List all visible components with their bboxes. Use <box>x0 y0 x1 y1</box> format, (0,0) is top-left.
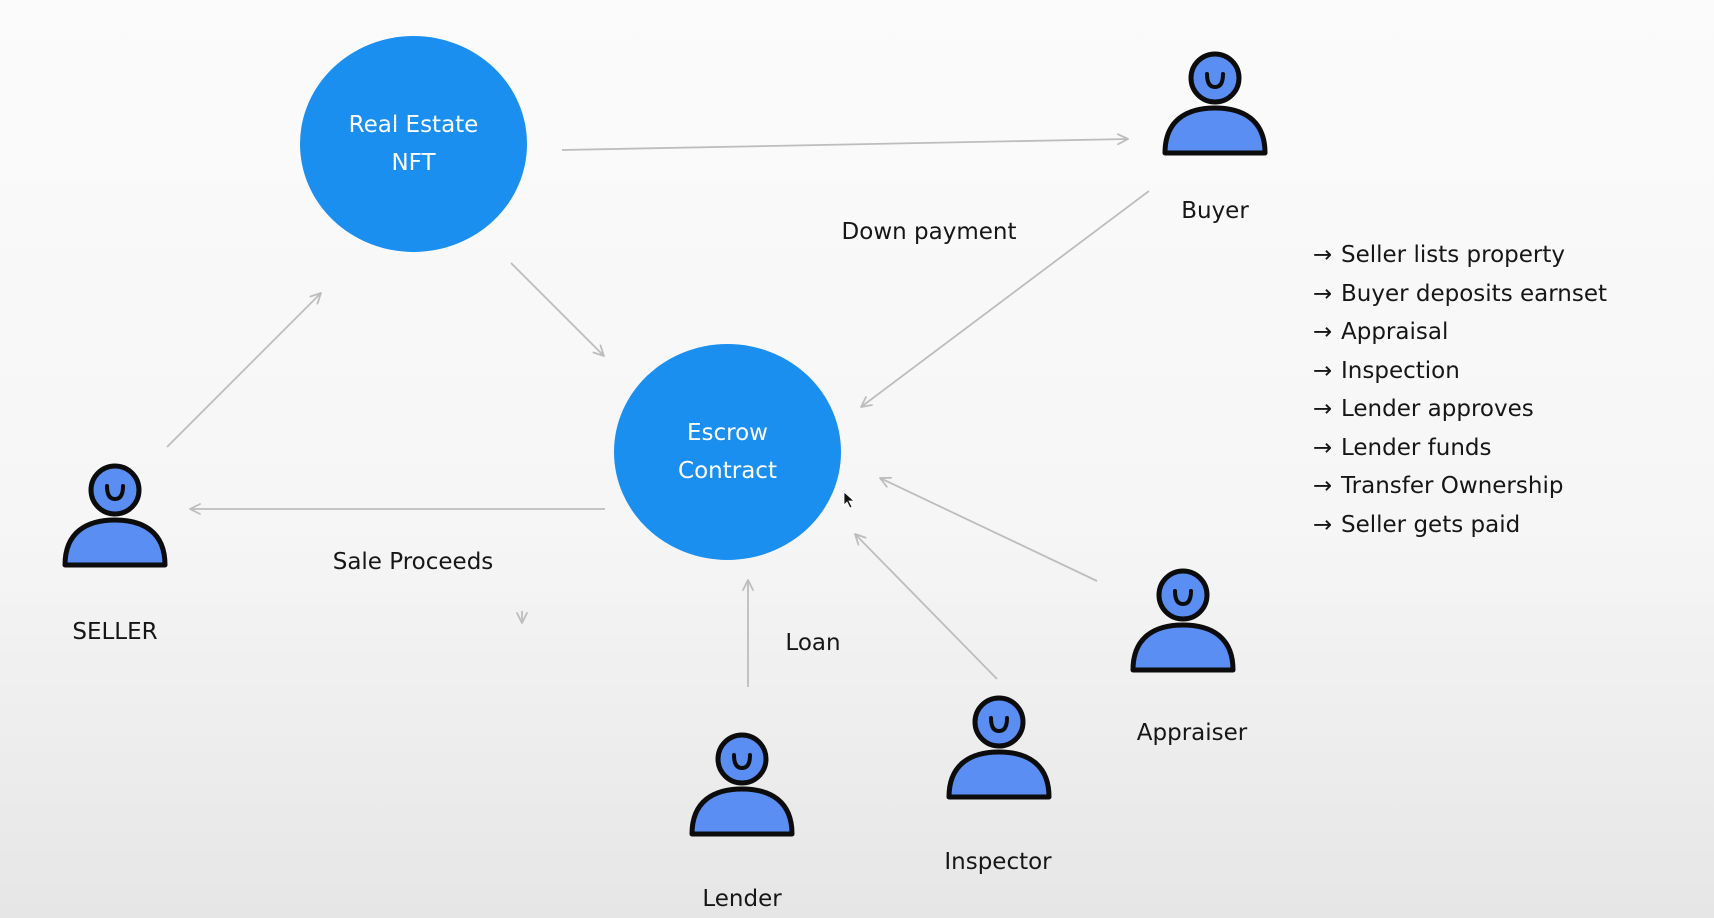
step-text: Transfer Ownership <box>1341 473 1564 499</box>
arrow-buyer-to-escrow <box>860 190 1150 408</box>
step-text: Seller lists property <box>1341 242 1565 268</box>
step-arrow-icon: → <box>1313 242 1333 268</box>
step-item: → Appraisal <box>1313 313 1607 352</box>
sale-proceeds-label: Sale Proceeds <box>332 549 494 575</box>
mouse-cursor-icon <box>843 491 856 509</box>
step-arrow-icon: → <box>1313 357 1333 384</box>
lender-label: Lender <box>702 886 782 912</box>
step-text: Lender funds <box>1341 434 1492 461</box>
step-arrow-icon: → <box>1313 434 1333 461</box>
arrow-nft-to-escrow <box>510 262 605 357</box>
lender-person-icon <box>689 732 795 837</box>
process-steps-list: → Seller lists property → Buyer deposits ea… <box>1313 236 1607 544</box>
down-payment-label: Down payment <box>841 219 1017 245</box>
step-item: → Buyer deposits earnset <box>1313 275 1607 314</box>
nft-node-line2: NFT <box>391 150 436 176</box>
buyer-person-icon <box>1162 51 1268 156</box>
step-text: Appraisal <box>1341 319 1449 345</box>
step-item: → Seller gets paid <box>1313 506 1607 545</box>
step-arrow-icon: → <box>1313 511 1333 538</box>
seller-person-icon <box>62 463 168 568</box>
arrow-appraiser-to-escrow <box>879 476 1098 582</box>
step-text: Inspection <box>1341 357 1460 384</box>
step-arrow-icon: → <box>1313 319 1333 345</box>
escrow-contract-node: Escrow Contract <box>614 344 841 560</box>
step-item: → Seller lists property <box>1313 236 1607 275</box>
step-arrow-icon: → <box>1313 473 1333 499</box>
step-arrow-icon: → <box>1313 280 1333 307</box>
step-arrow-icon: → <box>1313 396 1333 422</box>
step-item: → Lender approves <box>1313 390 1607 429</box>
step-text: Lender approves <box>1341 396 1534 422</box>
step-text: Seller gets paid <box>1341 511 1521 538</box>
escrow-node-line2: Contract <box>678 458 777 484</box>
appraiser-person-icon <box>1130 568 1236 673</box>
arrow-inspector-to-escrow <box>854 533 998 680</box>
arrow-seller-to-nft <box>166 292 322 448</box>
arrows <box>166 133 1150 687</box>
appraiser-label: Appraiser <box>1136 720 1248 746</box>
step-text: Buyer deposits earnset <box>1341 280 1608 307</box>
loan-label: Loan <box>785 630 841 656</box>
real-estate-nft-node: Real Estate NFT <box>300 36 527 252</box>
inspector-person-icon <box>946 695 1052 800</box>
step-item: → Lender funds <box>1313 429 1607 468</box>
inspector-label: Inspector <box>944 849 1052 875</box>
step-item: → Inspection <box>1313 352 1607 391</box>
arrow-nft-to-buyer <box>561 133 1129 151</box>
buyer-label: Buyer <box>1181 198 1249 224</box>
nft-node-line1: Real Estate <box>348 112 479 138</box>
escrow-node-line1: Escrow <box>687 420 768 446</box>
step-item: → Transfer Ownership <box>1313 467 1607 506</box>
seller-label: SELLER <box>72 619 158 645</box>
